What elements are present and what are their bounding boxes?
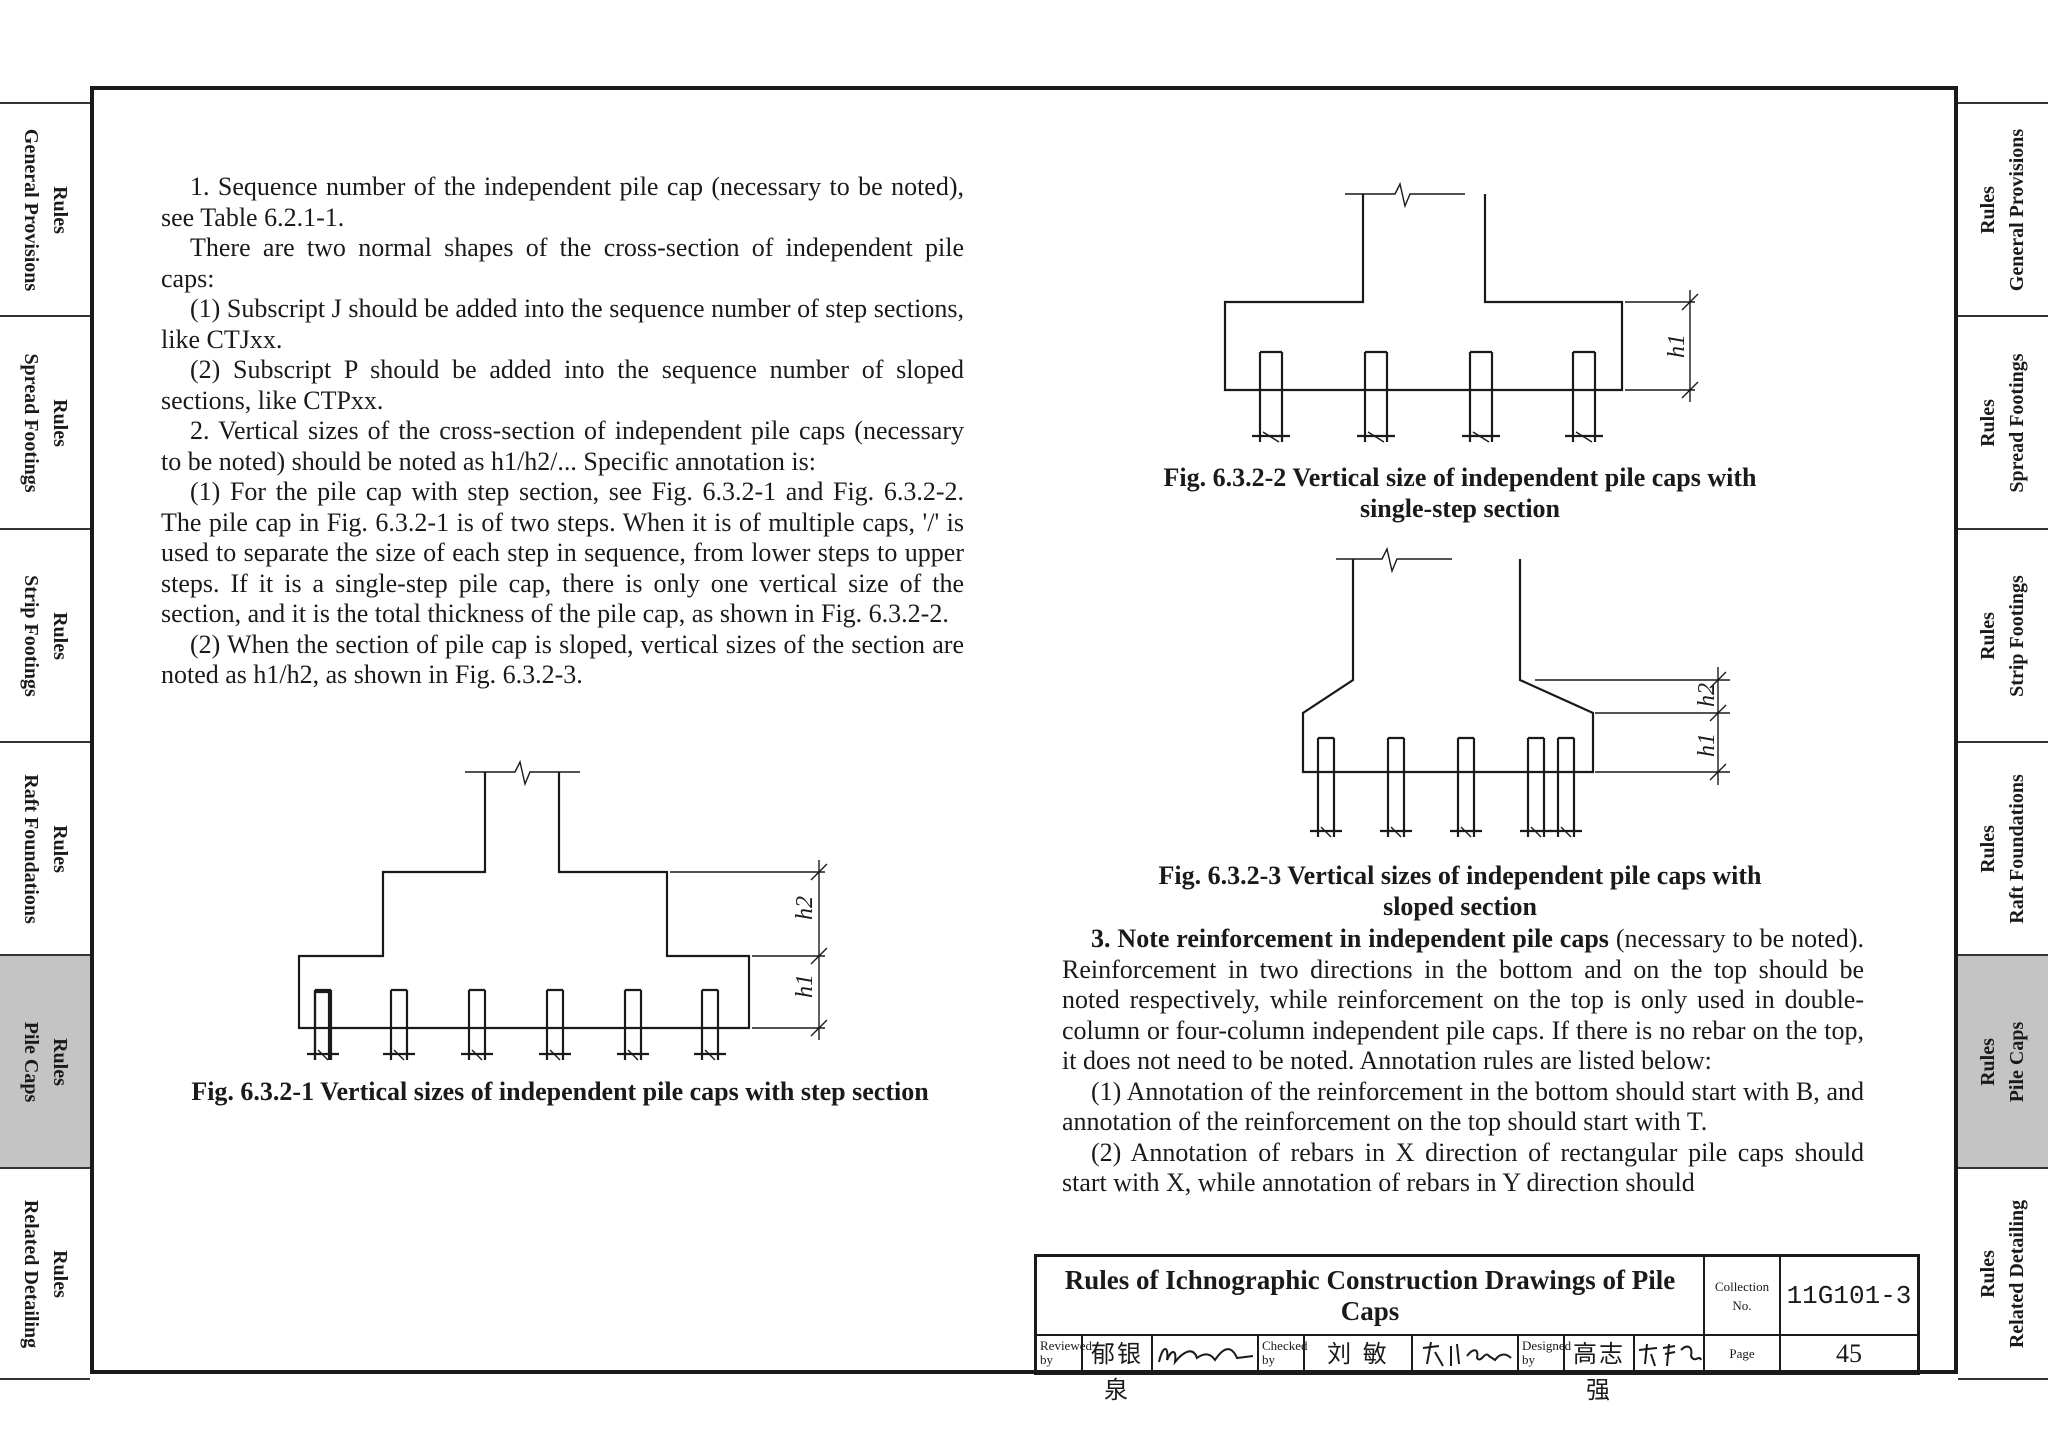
pile-break-mark bbox=[704, 1049, 716, 1061]
figure-step-section: h2 h1 bbox=[297, 759, 828, 1061]
figure-sloped-section: h2 h1 bbox=[1301, 546, 1730, 838]
pile-break-mark bbox=[471, 1049, 483, 1061]
pile bbox=[1310, 736, 1342, 837]
pile-break-mark bbox=[1390, 826, 1402, 838]
pile-break-mark bbox=[1530, 826, 1542, 838]
pile-group bbox=[307, 988, 726, 1061]
dimension-label-h1: h1 bbox=[792, 974, 818, 998]
checker-signature bbox=[1413, 1336, 1519, 1372]
paragraph: (2) When the section of pile cap is slop… bbox=[161, 629, 964, 690]
page-number: 45 bbox=[1836, 1339, 1862, 1368]
paragraph: 2. Vertical sizes of the cross-section o… bbox=[161, 416, 964, 476]
pile bbox=[307, 988, 339, 1060]
pile-break-mark bbox=[1575, 431, 1593, 443]
designer-signature bbox=[1635, 1336, 1705, 1372]
pile-group bbox=[1310, 736, 1582, 838]
dimension-label-h2: h2 bbox=[792, 896, 818, 920]
pile-break-mark bbox=[1460, 826, 1472, 838]
pile-break-mark bbox=[1560, 826, 1572, 838]
paragraph: (1) For the pile cap with step section, … bbox=[161, 477, 964, 628]
pile bbox=[1380, 736, 1412, 837]
pile-break-mark bbox=[1367, 431, 1385, 443]
pile-break-mark bbox=[317, 1049, 329, 1061]
pile bbox=[694, 988, 726, 1060]
right-text-column: 3. Note reinforcement in independent pil… bbox=[1062, 924, 1864, 1199]
pile-break-mark bbox=[549, 1049, 561, 1061]
pile bbox=[1357, 350, 1395, 442]
left-text-column: 1. Sequence number of the independent pi… bbox=[161, 172, 964, 691]
pile bbox=[1520, 736, 1552, 837]
pile-break-mark bbox=[393, 1049, 405, 1061]
dimension-label-h1: h1 bbox=[1694, 733, 1720, 757]
pile bbox=[1450, 736, 1482, 837]
reviewer-name: 郁银泉 bbox=[1083, 1336, 1153, 1404]
pile-break-mark bbox=[1262, 431, 1280, 443]
collection-label: Collection No. bbox=[1705, 1257, 1781, 1336]
drawing-title: Rules of Ichnographic Construction Drawi… bbox=[1037, 1257, 1705, 1336]
checker-name: 刘 敏 bbox=[1305, 1336, 1413, 1372]
checked-label: Checked by bbox=[1259, 1336, 1307, 1372]
paragraph: 1. Sequence number of the independent pi… bbox=[161, 172, 964, 232]
dimension-label-h1: h1 bbox=[1664, 334, 1690, 358]
paragraph: (1) Subscript J should be added into the… bbox=[161, 294, 964, 354]
pile bbox=[1550, 736, 1582, 837]
pile bbox=[1462, 350, 1500, 442]
pile-break-mark bbox=[1320, 826, 1332, 838]
pile bbox=[383, 988, 415, 1060]
dimension-label-h2: h2 bbox=[1694, 683, 1720, 707]
pile bbox=[539, 988, 571, 1060]
pile-group bbox=[1252, 350, 1603, 443]
paragraph: There are two normal shapes of the cross… bbox=[161, 233, 964, 293]
pile bbox=[1565, 350, 1603, 442]
pile-break-mark bbox=[1472, 431, 1490, 443]
figure-caption-1: Fig. 6.3.2-1 Vertical sizes of independe… bbox=[191, 1077, 929, 1106]
title-block: Rules of Ichnographic Construction Drawi… bbox=[1034, 1254, 1920, 1404]
reviewed-label: Reviewed by bbox=[1037, 1336, 1092, 1372]
paragraph: (2) Annotation of rebars in X direction … bbox=[1062, 1137, 1864, 1198]
designer-name: 高志强 bbox=[1565, 1336, 1635, 1404]
paragraph-body: (necessary to be noted). Reinforcement i… bbox=[1062, 924, 1864, 1075]
pile bbox=[617, 988, 649, 1060]
paragraph-heading: 3. Note reinforcement in independent pil… bbox=[1091, 924, 1609, 953]
reviewer-signature bbox=[1153, 1336, 1259, 1372]
figure-caption-3: Fig. 6.3.2-3 Vertical sizes of independe… bbox=[1158, 861, 1762, 921]
pile bbox=[461, 988, 493, 1060]
figure-caption-2: Fig. 6.3.2-2 Vertical size of independen… bbox=[1163, 463, 1757, 523]
page-label: Page bbox=[1705, 1336, 1781, 1372]
paragraph: (1) Annotation of the reinforcement in t… bbox=[1062, 1076, 1864, 1137]
paragraph: 3. Note reinforcement in independent pil… bbox=[1062, 924, 1864, 1077]
pile-break-mark bbox=[627, 1049, 639, 1061]
pile bbox=[1252, 350, 1290, 442]
designed-label: Designed by bbox=[1519, 1336, 1571, 1372]
paragraph: (2) Subscript P should be added into the… bbox=[161, 355, 964, 415]
collection-number: 11G101-3 bbox=[1781, 1257, 1917, 1336]
page-frame bbox=[90, 86, 1958, 1374]
figure-single-step-section: h1 bbox=[1223, 181, 1699, 443]
